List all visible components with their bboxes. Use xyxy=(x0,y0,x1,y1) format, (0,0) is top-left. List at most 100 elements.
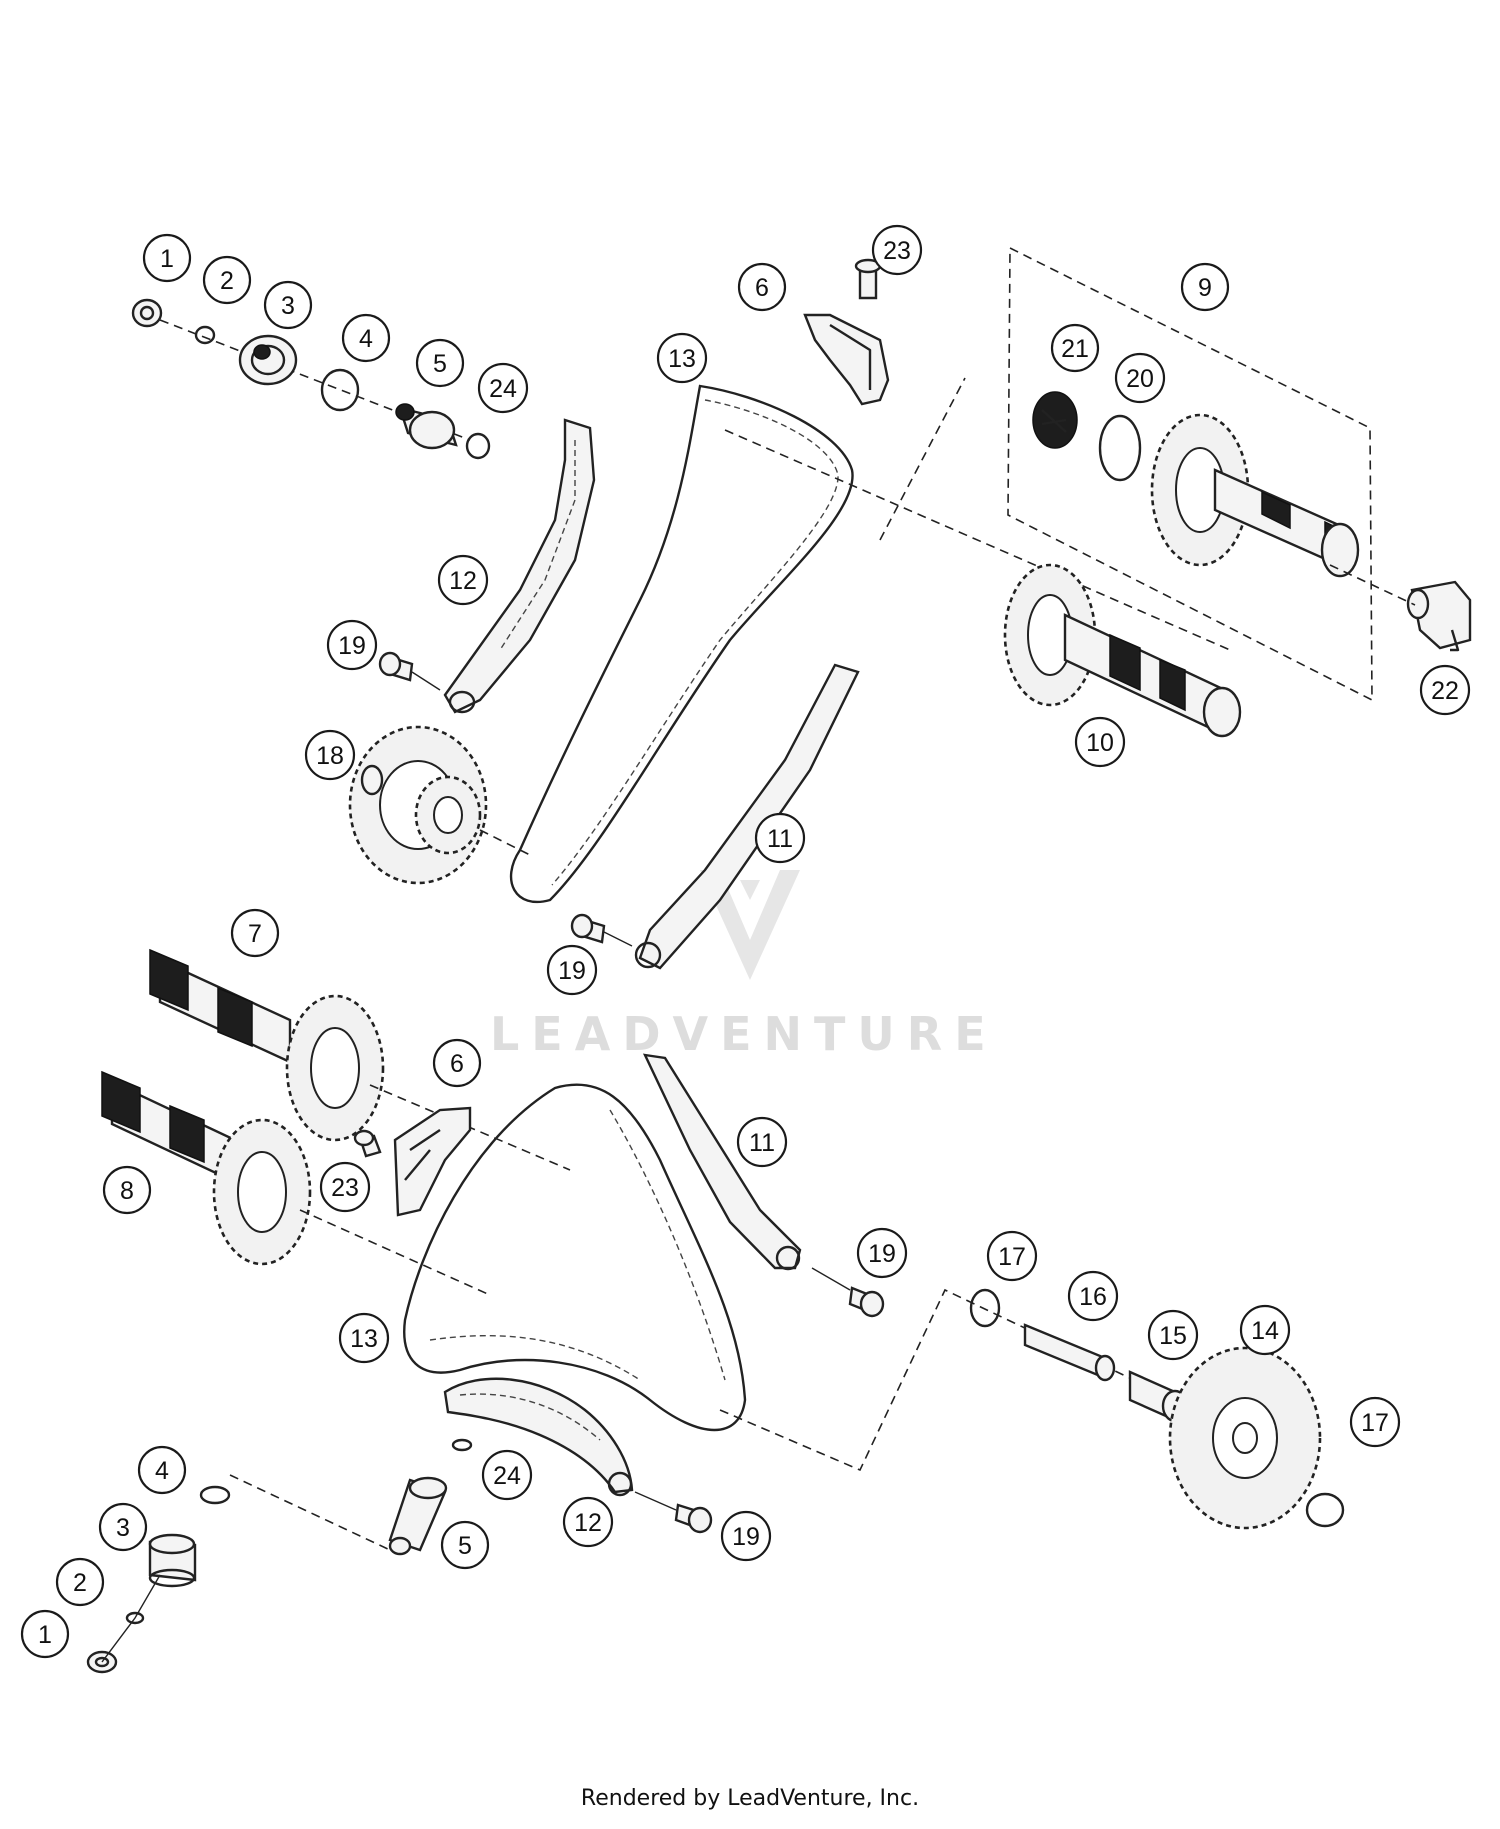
callout-7: 7 xyxy=(230,908,280,958)
part-12-guide-rail-lower xyxy=(443,1377,634,1497)
box-9-outline xyxy=(1007,246,1373,702)
callout-13-upper: 13 xyxy=(656,332,708,384)
callout-12-upper: 12 xyxy=(437,554,489,606)
part-13-timing-chain-lower xyxy=(403,1083,747,1432)
svg-text:20: 20 xyxy=(1126,365,1154,393)
callout-23-lower: 23 xyxy=(319,1161,371,1213)
part-2-ring-upper xyxy=(194,325,216,345)
callout-6-upper: 6 xyxy=(737,262,787,312)
part-16-shaft xyxy=(1023,1323,1116,1382)
axis-line-lower-left xyxy=(229,1474,391,1551)
part-12-guide-rail-upper xyxy=(443,418,596,714)
svg-text:19: 19 xyxy=(732,1523,760,1551)
callout-18: 18 xyxy=(304,729,356,781)
part-7-camshaft xyxy=(149,948,385,1142)
svg-text:4: 4 xyxy=(359,325,373,353)
svg-text:18: 18 xyxy=(316,742,344,770)
callout-14: 14 xyxy=(1239,1304,1291,1356)
part-24-ring-lower xyxy=(451,1438,473,1452)
part-17-washer-right xyxy=(1305,1492,1345,1528)
axis-line-upper-cam xyxy=(724,429,1231,651)
part-6-chain-tensioner-lower xyxy=(393,1106,472,1217)
callout-1-upper: 1 xyxy=(142,233,192,283)
part-5-tensioner-upper xyxy=(395,403,458,450)
callout-19-lower: 19 xyxy=(720,1510,772,1562)
callout-5-lower: 5 xyxy=(440,1520,490,1570)
lead-19-lower-right xyxy=(811,1267,851,1291)
svg-text:14: 14 xyxy=(1251,1317,1279,1345)
part-23-bolt-lower xyxy=(353,1129,382,1158)
callout-15: 15 xyxy=(1147,1309,1199,1361)
callout-12-lower: 12 xyxy=(562,1496,614,1548)
part-5-tensioner-lower xyxy=(388,1476,448,1556)
svg-text:3: 3 xyxy=(281,292,295,320)
callout-2-lower: 2 xyxy=(55,1557,105,1607)
svg-text:15: 15 xyxy=(1159,1322,1187,1350)
callout-19-mid: 19 xyxy=(546,944,598,996)
svg-text:21: 21 xyxy=(1061,335,1089,363)
svg-text:2: 2 xyxy=(220,267,234,295)
svg-text:13: 13 xyxy=(668,345,696,373)
part-3-plug-upper xyxy=(238,334,298,386)
lead-lower-left-stack xyxy=(101,1574,161,1663)
callout-9: 9 xyxy=(1180,262,1230,312)
svg-text:6: 6 xyxy=(755,274,769,302)
callout-22: 22 xyxy=(1419,664,1471,716)
axis-line-lower-cam-8 xyxy=(299,1209,491,1296)
lead-19-upper xyxy=(411,671,441,691)
callout-19-lower-right: 19 xyxy=(856,1227,908,1279)
svg-text:11: 11 xyxy=(749,1129,775,1157)
callout-19-upper: 19 xyxy=(326,619,378,671)
part-17-washer-left xyxy=(969,1288,1001,1328)
part-22-sensor xyxy=(1406,580,1472,652)
part-9-camshaft xyxy=(1150,413,1360,578)
svg-text:24: 24 xyxy=(493,1462,521,1490)
callout-24-upper: 24 xyxy=(477,362,529,414)
svg-text:8: 8 xyxy=(120,1177,134,1205)
part-19-bolt-upper xyxy=(378,651,414,682)
svg-text:19: 19 xyxy=(868,1240,896,1268)
part-10-camshaft xyxy=(1003,563,1242,738)
part-23-bolt-upper xyxy=(854,258,882,300)
svg-text:1: 1 xyxy=(38,1621,52,1649)
callout-2-upper: 2 xyxy=(202,255,252,305)
svg-text:17: 17 xyxy=(998,1243,1026,1271)
svg-text:22: 22 xyxy=(1431,677,1459,705)
callout-24-lower: 24 xyxy=(481,1449,533,1501)
part-19-bolt-mid xyxy=(570,913,606,944)
svg-text:23: 23 xyxy=(331,1174,359,1202)
callout-16: 16 xyxy=(1067,1270,1119,1322)
part-21-oil-seal xyxy=(1032,391,1078,449)
svg-text:19: 19 xyxy=(338,632,366,660)
part-6-chain-tensioner-upper xyxy=(803,313,890,406)
part-19-bolt-lower-right xyxy=(848,1286,885,1318)
callout-4-upper: 4 xyxy=(341,313,391,363)
svg-text:1: 1 xyxy=(160,245,174,273)
svg-text:3: 3 xyxy=(116,1514,130,1542)
svg-text:7: 7 xyxy=(248,920,262,948)
part-2-ring-lower xyxy=(125,1611,145,1625)
svg-text:24: 24 xyxy=(489,375,517,403)
part-11-guide-rail-upper xyxy=(634,663,860,970)
svg-text:6: 6 xyxy=(450,1050,464,1078)
callout-8: 8 xyxy=(102,1165,152,1215)
svg-text:5: 5 xyxy=(433,350,447,378)
svg-text:13: 13 xyxy=(350,1325,378,1353)
part-19-bolt-lower xyxy=(674,1503,713,1534)
callout-23-upper: 23 xyxy=(871,224,923,276)
callout-10: 10 xyxy=(1074,716,1126,768)
svg-text:4: 4 xyxy=(155,1457,169,1485)
svg-text:12: 12 xyxy=(574,1509,602,1537)
svg-text:19: 19 xyxy=(558,957,586,985)
part-4-oring-upper xyxy=(320,368,360,412)
axis-line-box-9 xyxy=(879,377,966,541)
callout-17-left: 17 xyxy=(986,1230,1038,1282)
lead-19-lower xyxy=(634,1491,677,1511)
svg-text:9: 9 xyxy=(1198,274,1212,302)
part-1-cap-upper xyxy=(131,298,163,328)
svg-text:23: 23 xyxy=(883,237,911,265)
callout-11-lower: 11 xyxy=(736,1116,788,1168)
part-11-guide-rail-lower xyxy=(642,1053,802,1271)
axis-line-idler xyxy=(479,829,531,856)
